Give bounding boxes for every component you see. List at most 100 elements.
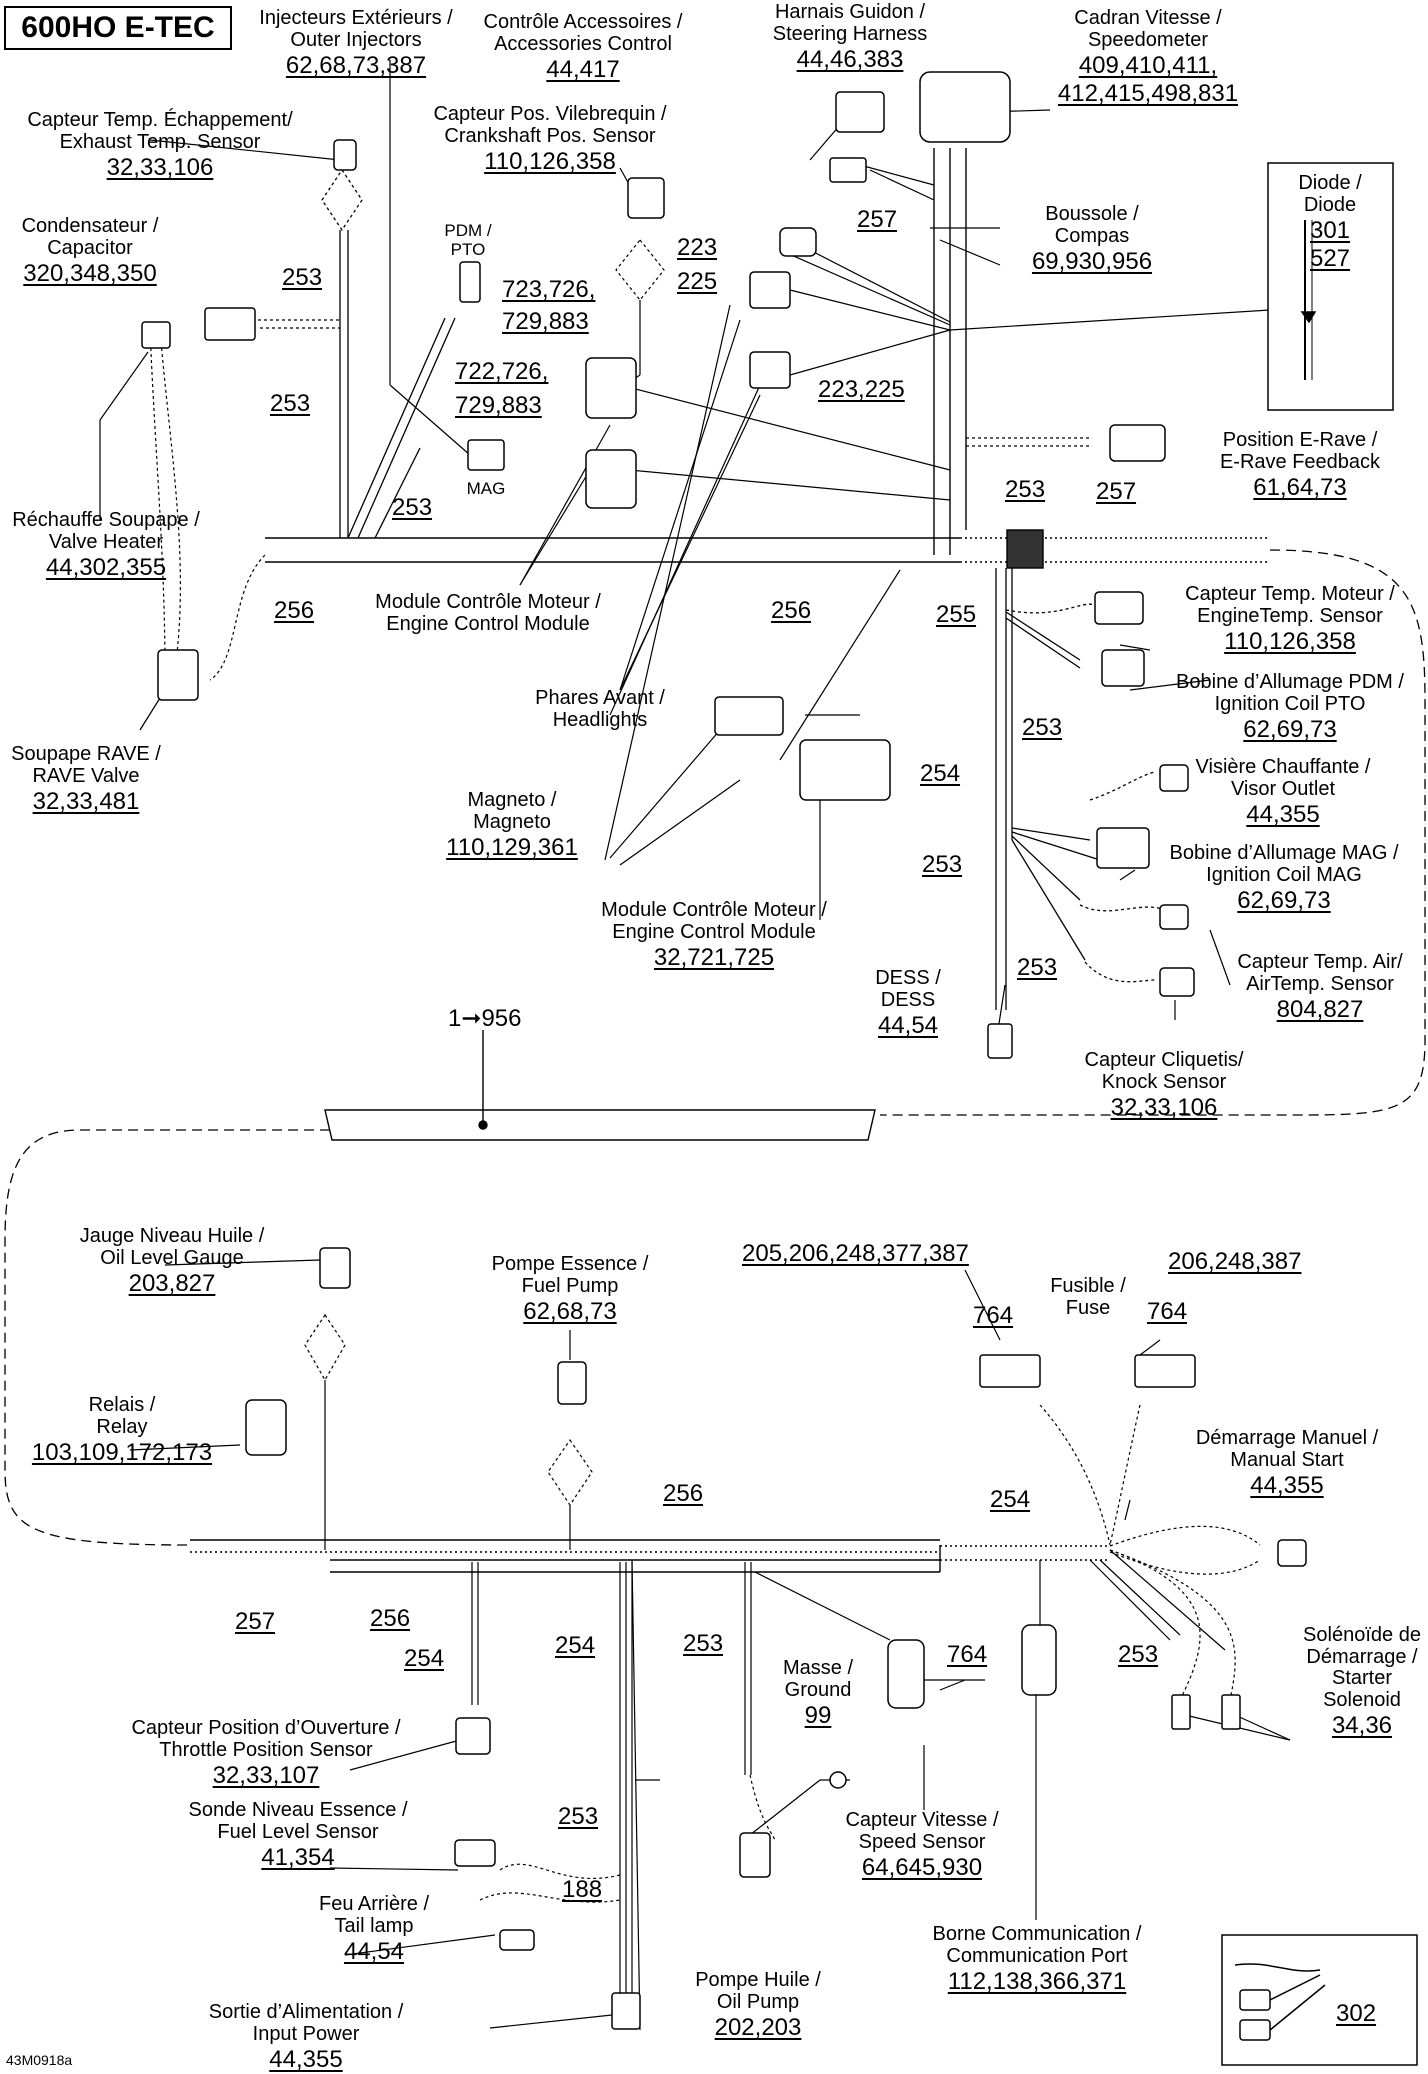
callout-c253-c: 253: [392, 494, 433, 521]
crankshaft-pos-sensor-part-numbers: 110,126,358: [484, 148, 616, 176]
continuation-boundary: [880, 549, 1426, 1116]
callout-c205: 205,206,248,377,387: [742, 1240, 969, 1267]
callout-c255: 255: [936, 601, 977, 628]
knock-sensor-name-line: Knock Sensor: [1101, 1070, 1227, 1093]
magneto-ecm-lines: [604, 304, 901, 861]
throttle-position-sensor-name-line: Throttle Position Sensor: [159, 1738, 373, 1761]
callout-c256-c: 256: [663, 1480, 704, 1507]
callout-c729-b: 729,883: [455, 392, 542, 419]
outer-injectors-name-line: Outer Injectors: [290, 28, 422, 51]
air-temp-sensor-part-numbers: 804,827: [1276, 996, 1364, 1024]
callout-c723: 723,726,: [502, 276, 596, 303]
callout-c302: 302: [1336, 2000, 1377, 2027]
e-rave-feedback-name-line: E-Rave Feedback: [1219, 450, 1381, 473]
fuel-pump-part-numbers: 62,68,73: [523, 1298, 617, 1326]
speed-sensor-name-line: Speed Sensor: [858, 1830, 986, 1853]
engine-control-module-2-part-numbers: 32,721,725: [653, 944, 775, 972]
input-power-part-numbers: 44,355: [269, 2046, 343, 2074]
upper-vertical-harness: [933, 148, 967, 555]
callout-c764-a: 764: [973, 1302, 1014, 1329]
magneto-name-line: Magneto /: [467, 789, 557, 811]
engine-temp-sensor-name-line: Capteur Temp. Moteur /: [1185, 583, 1395, 605]
diagram-title: 600HO E-TEC: [4, 6, 232, 50]
valve-heater-part-numbers: 44,302,355: [45, 554, 167, 582]
steering-harness-part-numbers: 44,46,383: [796, 46, 904, 74]
manual-start-name-line: Manual Start: [1230, 1448, 1344, 1471]
outer-injectors-part-numbers: 62,68,73,387: [285, 52, 427, 80]
diode-inset: [1267, 162, 1394, 411]
tail-lamp-name-line: Tail lamp: [334, 1914, 414, 1937]
callout-c257-b: 257: [1096, 478, 1137, 505]
exhaust-temp-sensor-name-line: Capteur Temp. Échappement/: [27, 109, 293, 131]
callout-c254-d: 254: [555, 1632, 596, 1659]
accessories-control-name-line: Contrôle Accessoires /: [483, 11, 683, 33]
callout-c257-a: 257: [857, 206, 898, 233]
callout-c253-i: 253: [1118, 1641, 1159, 1668]
speedometer-part-numbers: 412,415,498,831: [1057, 80, 1239, 108]
callout-c253-j: 253: [558, 1803, 599, 1830]
input-power-name-line: Input Power: [252, 2022, 360, 2045]
communication-port-name-line: Communication Port: [946, 1944, 1128, 1967]
exhaust-temp-sensor-name-line: Exhaust Temp. Sensor: [59, 130, 261, 153]
rave-valve-name-line: RAVE Valve: [32, 764, 140, 787]
callout-c253-a: 253: [282, 264, 323, 291]
callout-c729-a: 729,883: [502, 308, 589, 335]
engine-temp-sensor-part-numbers: 110,126,358: [1224, 628, 1356, 656]
callout-c254-a: 254: [920, 760, 961, 787]
engine-control-module-1-label: Module Contrôle Moteur /Engine Control M…: [375, 591, 601, 635]
callout-c722: 722,726,: [455, 358, 549, 385]
fuse-name-line: Fuse: [1065, 1296, 1111, 1319]
callout-c256-b: 256: [771, 597, 812, 624]
e-rave-feedback-part-numbers: 61,64,73: [1253, 474, 1347, 502]
ignition-coil-pto-part-numbers: 62,69,73: [1243, 716, 1337, 744]
upper-main-harness: [265, 529, 1270, 569]
callout-c225: 225: [677, 268, 718, 295]
engine-control-module-2-name-line: Module Contrôle Moteur /: [601, 899, 827, 921]
compass-name-line: Boussole /: [1045, 203, 1139, 225]
callout-c223: 223: [677, 234, 718, 261]
crankshaft-pos-sensor-label: Capteur Pos. Vilebrequin /Crankshaft Pos…: [433, 103, 666, 176]
rave-valve-part-numbers: 32,33,481: [32, 788, 140, 816]
compass-name-line: Compas: [1054, 224, 1130, 247]
accessories-control-name-line: Accessories Control: [494, 32, 672, 55]
drawing-code: 43M0918a: [6, 2052, 73, 2068]
speed-sensor-name-line: Capteur Vitesse /: [845, 1809, 999, 1831]
callout-c256-a: 256: [274, 597, 315, 624]
callout-c188: 188: [562, 1876, 603, 1903]
callout-c764-b: 764: [1147, 1298, 1188, 1325]
accessories-control-label: Contrôle Accessoires /Accessories Contro…: [483, 11, 683, 83]
callout-c253-b: 253: [270, 390, 311, 417]
callout-c223-225: 223,225: [818, 376, 905, 403]
oil-pump-part-numbers: 202,203: [714, 2014, 802, 2042]
continuation-label: 1➞956: [448, 1005, 522, 1032]
throttle-position-sensor-name-line: Capteur Position d’Ouverture /: [131, 1717, 401, 1739]
lower-main-harness: [190, 1539, 1110, 1573]
engine-side-harness: [995, 568, 1166, 1010]
starter-solenoid-name-line: Starter: [1331, 1667, 1393, 1690]
magneto-name-line: Magneto: [473, 810, 551, 833]
starter-solenoid-part-numbers: 34,36: [1331, 1712, 1393, 1740]
connectors: [141, 71, 1307, 2030]
exhaust-temp-sensor-label: Capteur Temp. Échappement/Exhaust Temp. …: [27, 109, 293, 181]
valve-heater-name-line: Valve Heater: [48, 530, 164, 553]
pdm-pto-label: PDM /PTO: [444, 221, 492, 259]
engine-temp-sensor-label: Capteur Temp. Moteur /EngineTemp. Sensor…: [1185, 583, 1395, 656]
oil-pump-name-line: Oil Pump: [716, 1990, 800, 2013]
engine-control-module-1-name-line: Module Contrôle Moteur /: [375, 591, 601, 613]
callout-c253-g: 253: [1017, 954, 1058, 981]
speedometer-name-line: Speedometer: [1087, 28, 1209, 51]
ground-name-line: Masse /: [782, 1657, 854, 1679]
inset-302: [1221, 1934, 1418, 2066]
crankshaft-pos-sensor-name-line: Crankshaft Pos. Sensor: [444, 124, 656, 147]
upper-right-branches: [619, 164, 1271, 501]
